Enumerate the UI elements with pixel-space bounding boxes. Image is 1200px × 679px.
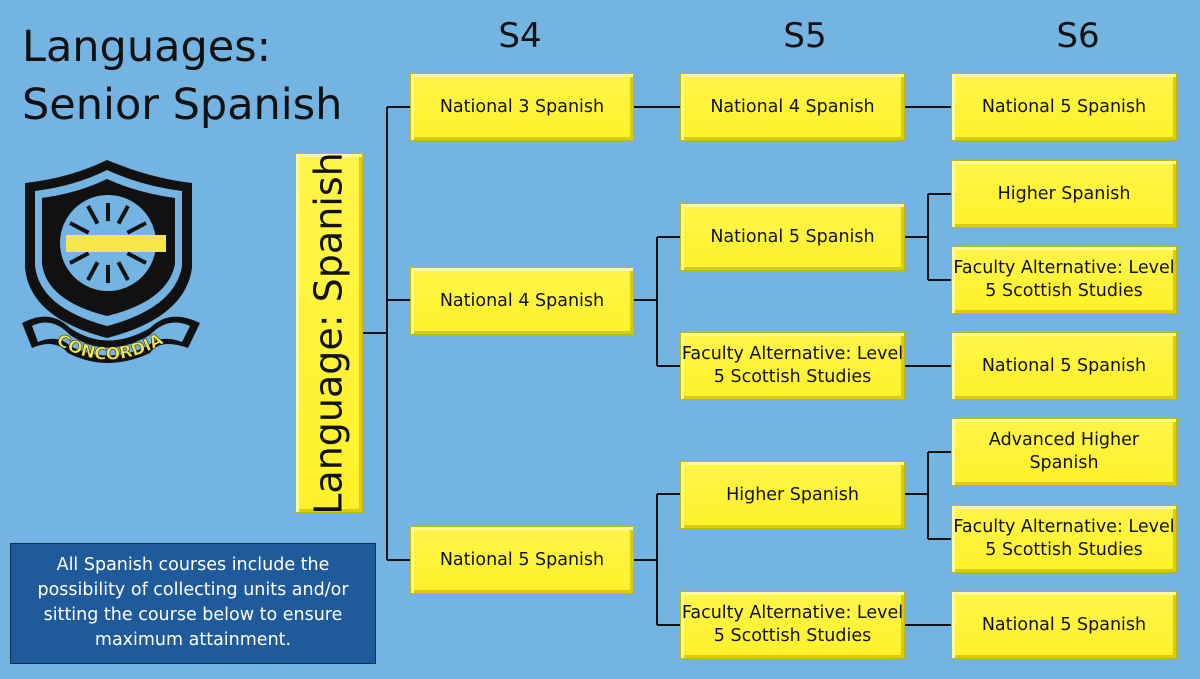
s5-national-5: National 5 Spanish bbox=[680, 203, 905, 271]
s6-faculty-alternative-2: Faculty Alternative: Level 5 Scottish St… bbox=[951, 505, 1177, 573]
s6-higher: Higher Spanish bbox=[951, 160, 1177, 228]
title-line-2: Senior Spanish bbox=[22, 80, 343, 130]
s4-national-4: National 4 Spanish bbox=[410, 267, 634, 335]
school-crest-logo: CONCORDIA bbox=[22, 160, 200, 365]
root-language-spanish: Language: Spanish bbox=[295, 151, 363, 515]
s4-national-5: National 5 Spanish bbox=[410, 526, 634, 594]
root-label: Language: Spanish bbox=[306, 151, 351, 515]
header-s6: S6 bbox=[1056, 16, 1100, 56]
s6-faculty-alternative: Faculty Alternative: Level 5 Scottish St… bbox=[951, 246, 1177, 314]
s5-faculty-alternative: Faculty Alternative: Level 5 Scottish St… bbox=[680, 332, 905, 400]
s5-faculty-alternative-2: Faculty Alternative: Level 5 Scottish St… bbox=[680, 591, 905, 659]
s5-higher: Higher Spanish bbox=[680, 461, 905, 529]
title-line-1: Languages: bbox=[22, 22, 272, 72]
s5-national-4: National 4 Spanish bbox=[680, 73, 905, 141]
info-note: All Spanish courses include the possibil… bbox=[10, 543, 376, 664]
header-s4: S4 bbox=[498, 16, 542, 56]
s6-national-5-2: National 5 Spanish bbox=[951, 332, 1177, 400]
header-s5: S5 bbox=[783, 16, 827, 56]
s6-national-5: National 5 Spanish bbox=[951, 73, 1177, 141]
s4-national-3: National 3 Spanish bbox=[410, 73, 634, 141]
s6-advanced-higher: Advanced Higher Spanish bbox=[951, 418, 1177, 486]
s6-national-5-3: National 5 Spanish bbox=[951, 591, 1177, 659]
page-title: Languages: Senior Spanish bbox=[22, 18, 342, 134]
